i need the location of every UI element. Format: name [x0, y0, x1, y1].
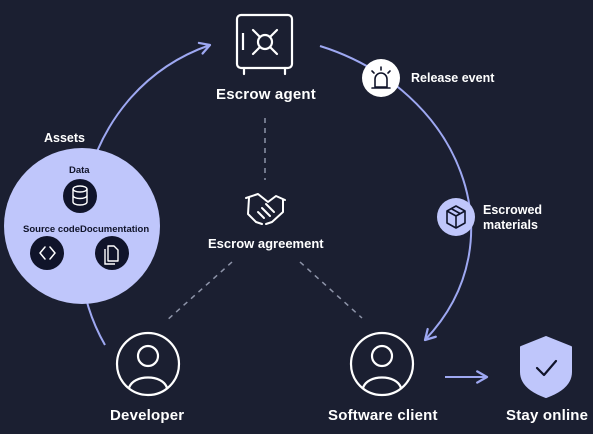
dashed-agreement-client: [299, 261, 363, 319]
stay-online-label: Stay online: [506, 407, 589, 424]
release-event-label: Release event: [411, 71, 495, 85]
escrowed-materials-label-line2: materials: [483, 218, 538, 232]
safe-icon: [235, 13, 294, 76]
asset-documentation-label: Documentation: [80, 224, 150, 235]
developer-label: Developer: [110, 407, 185, 424]
alarm-icon: [362, 59, 400, 97]
box-icon: [437, 198, 475, 236]
database-icon: [63, 179, 97, 213]
escrow-agent-label: Escrow agent: [216, 86, 316, 103]
software-client-label: Software client: [328, 407, 438, 424]
code-icon: [30, 236, 64, 270]
asset-data-label: Data: [69, 165, 90, 176]
assets-circle: [4, 148, 160, 304]
shield-check-icon: [520, 336, 572, 398]
escrowed-materials-label-line1: Escrowed: [483, 203, 543, 217]
escrow-agreement-label: Escrow agreement: [208, 236, 324, 251]
document-icon: [95, 236, 129, 270]
handshake-icon: [245, 193, 286, 225]
dashed-agreement-developer: [164, 261, 233, 323]
assets-title: Assets: [44, 131, 85, 145]
asset-source-code-label: Source code: [23, 224, 81, 235]
user-icon: [349, 331, 415, 397]
user-icon: [115, 331, 181, 397]
